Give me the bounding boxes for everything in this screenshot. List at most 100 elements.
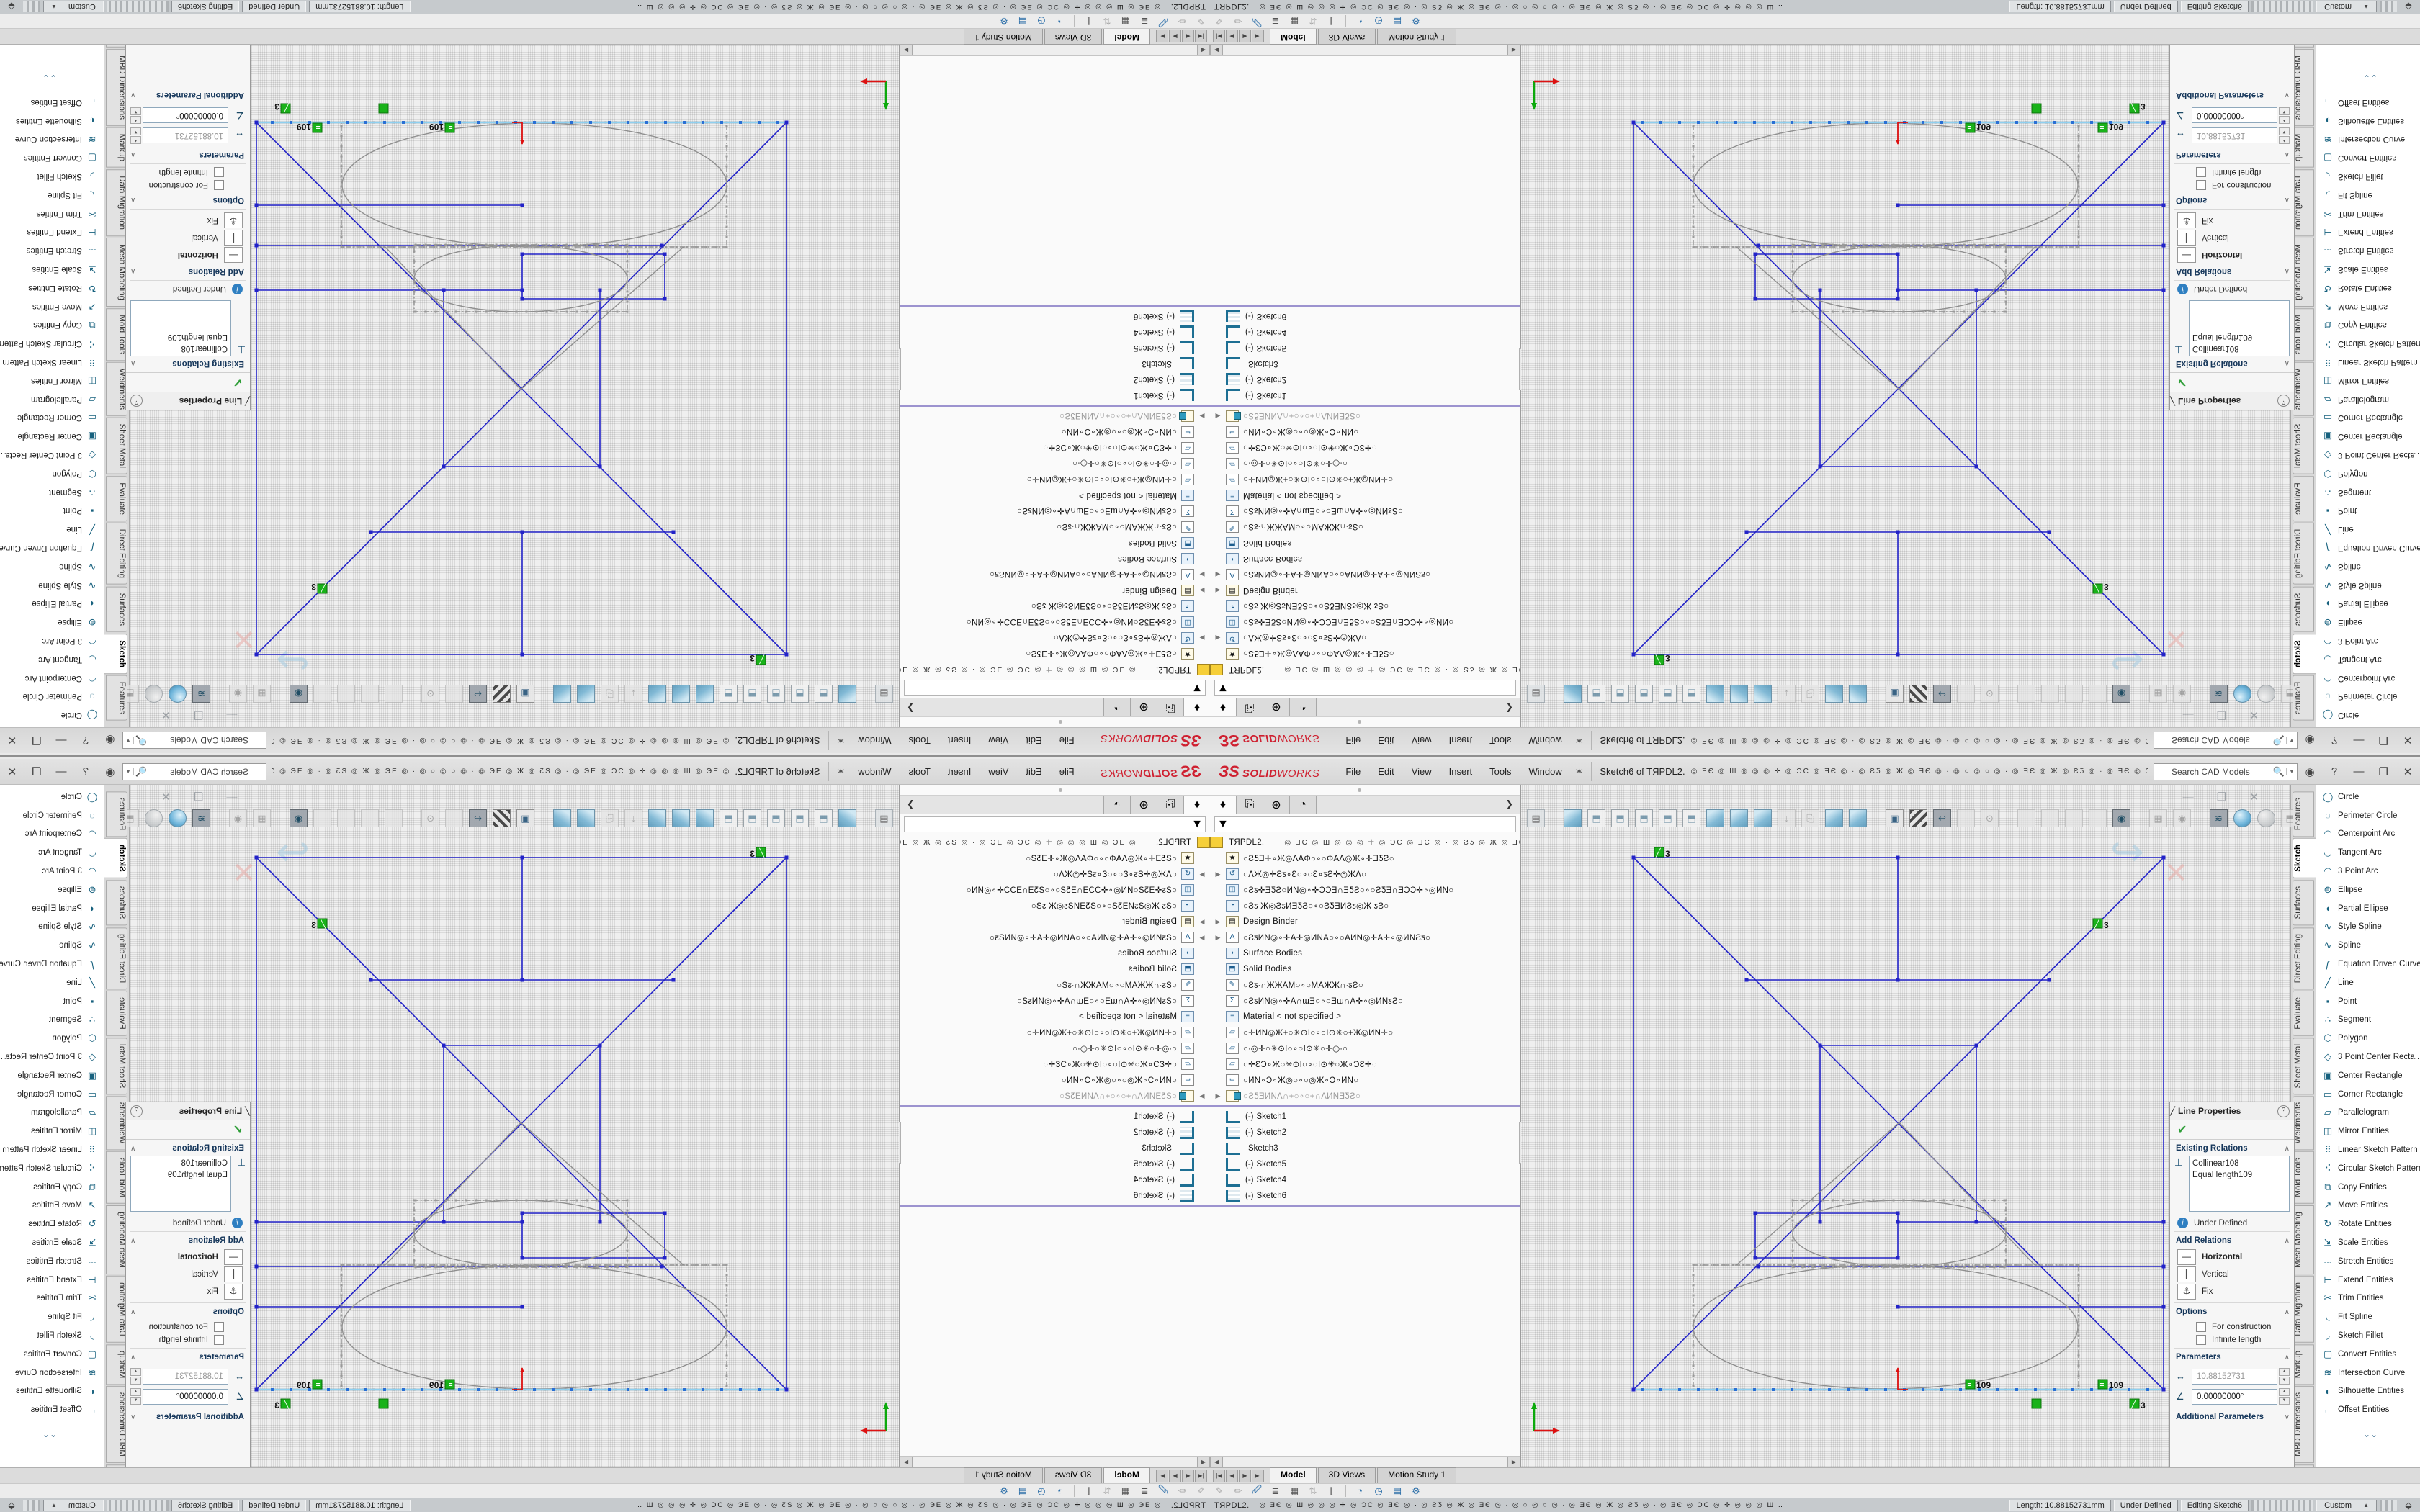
bottom-tool-icon[interactable]: ▤ [1018,1485,1028,1496]
tab-property-manager[interactable]: ⎘ [1237,698,1263,716]
ghost-tool-icon[interactable] [2041,809,2059,827]
relation-item[interactable]: Equal length109 [2192,1171,2253,1179]
tool-polygon[interactable]: ⬡Polygon [2321,1029,2420,1048]
spinner[interactable]: ▲▼ [130,127,141,144]
ghost-tool-icon[interactable]: ↓ [1778,685,1796,703]
ghost-tool-icon[interactable] [385,809,403,827]
ghost-tool-icon[interactable]: ▣ [516,809,534,827]
tree-horizontal-scrollbar[interactable]: ◀▶ [900,1456,1210,1468]
cm-tab-direct-editing[interactable]: Direct Editing [106,927,127,989]
search-dropdown-icon[interactable]: ▼ [123,768,134,775]
tool-segment[interactable]: ∴Segment [0,483,99,502]
tool-offset-entities[interactable]: ⌐Offset Entities [2321,93,2420,112]
ghost-tool-icon[interactable] [313,685,331,703]
tab-nav-icon[interactable]: |◀ [1195,30,1207,42]
user-account-icon[interactable]: ◉ [105,734,115,747]
menu-view[interactable]: View [988,735,1009,746]
menu-insert[interactable]: Insert [1448,735,1473,746]
relation-item[interactable]: Equal length109 [2192,333,2253,341]
tree-item-sketch[interactable]: Sketch3 [1210,1140,1520,1156]
add-relation-vertical[interactable]: │Vertical [126,230,243,246]
ghost-tool-icon[interactable]: ⬒ [720,685,738,703]
search-dropdown-icon[interactable]: ▼ [2286,737,2297,744]
tree-item[interactable]: ▶A○ƧƽИN◎∘✛A✛◎ИNA○∘○AИN◎✛A✛∘◎ИNƧƽ○ [900,930,1210,945]
add-relation-vertical[interactable]: │Vertical [2177,1266,2294,1282]
ghost-tool-icon[interactable] [493,809,511,827]
ghost-tool-icon[interactable] [145,809,163,827]
ghost-tool-icon[interactable] [337,809,355,827]
tree-item[interactable]: ◫○Ƨƽ✛ƎƼƧ○ИN◎∘✛ƆƆƎ∩ƎƼƧ○∘○ƧƼƎ∩ƎƆƆ✛∘◎ИN○ [1210,614,1520,630]
tool-spline[interactable]: ∿Spline [0,936,99,955]
tree-horizontal-scrollbar[interactable]: ◀▶ [1210,44,1520,56]
tool-circle[interactable]: ◯Circle [0,788,99,806]
parameter-value[interactable]: 10.88152731 [2192,1368,2277,1385]
bottom-tool-icon[interactable]: ▦ [1289,1485,1299,1496]
tree-item[interactable]: ★○ƧƼƎ✛∘Ж◎ΛАΦ○∘○ΦАΛ◎Ж∘✛ƎƼƧ○ [900,646,1210,662]
bottom-tool-icon[interactable]: ◷ [1374,1485,1383,1496]
cm-tab-markup[interactable]: Markup [106,1344,127,1385]
tab-nav-icon[interactable]: ▶| [1252,30,1264,42]
ghost-tool-icon[interactable] [2233,809,2251,827]
user-account-icon[interactable]: ◉ [2305,734,2315,747]
ghost-tool-icon[interactable]: ⬒ [1659,685,1677,703]
cm-tab-mbd-dimensions[interactable]: MBD Dimensions [106,48,127,126]
tree-item-sketch[interactable]: Sketch3 [900,356,1210,372]
tool-perimeter-circle[interactable]: ◌Perimeter Circle [0,687,99,706]
tool-linear-sketch-pattern[interactable]: ⠿Linear Sketch Pattern [2321,1140,2420,1159]
ghost-tool-icon[interactable]: ▤ [1527,809,1545,827]
ghost-tool-icon[interactable]: ≋ [192,685,210,703]
tool-3-point-center-recta-[interactable]: ◇3 Point Center Recta... [0,446,99,464]
bottom-tool-icon[interactable]: 🖉 [1252,1483,1262,1495]
tree-item[interactable]: ⌙○ИN∘Ɔ∘Ж◎○∘○◎Ж∘Ɔ∘ИN○ [1210,1072,1520,1088]
bottom-tool-icon[interactable]: ✏ [1234,16,1242,27]
close-button[interactable]: ✕ [2403,765,2413,778]
cm-tab-surfaces[interactable]: Surfaces [106,880,127,926]
tool-parallelogram[interactable]: ▱Parallelogram [0,390,99,409]
cm-tab-direct-editing[interactable]: Direct Editing [2293,523,2314,585]
doc-tab-3d-views[interactable]: 3D Views [1044,1467,1103,1483]
menu-file[interactable]: File [1059,735,1075,746]
spinner[interactable]: ▲▼ [2279,107,2290,124]
option-infinite-length[interactable]: Infinite length [2196,167,2294,177]
tree-item-sketch[interactable]: (-)Sketch5 [1210,340,1520,356]
rollback-splitter[interactable] [900,405,1210,407]
search-icon[interactable]: 🔍 [2272,765,2285,777]
tab-featuremanager-tree[interactable]: ♦ [1183,698,1210,716]
tool-copy-entities[interactable]: ⧉Copy Entities [2321,1178,2420,1197]
expand-arrow-icon[interactable]: ▶ [1199,587,1205,595]
checkbox[interactable] [214,167,224,177]
tool-trim-entities[interactable]: ✂Trim Entities [0,1290,99,1308]
add-relation-fix[interactable]: ⚓Fix [126,1284,243,1300]
tool-circle[interactable]: ◯Circle [0,706,99,724]
section-options[interactable]: Options∧ [126,193,250,209]
ghost-tool-icon[interactable] [2065,809,2083,827]
add-relation-horizontal[interactable]: —Horizontal [126,247,243,263]
tab-property-manager[interactable]: ⎘ [1237,796,1263,814]
cm-tab-mbd-dimensions[interactable]: MBD Dimensions [2293,1386,2314,1464]
expand-arrow-icon[interactable]: ▶ [1215,413,1221,420]
cm-tab-evaluate[interactable]: Evaluate [2293,990,2314,1036]
search-cad-models[interactable]: Search CAD Models🔍▼ [122,762,266,780]
tool-offset-entities[interactable]: ⌐Offset Entities [0,1400,99,1419]
ghost-tool-icon[interactable]: ⊙ [421,685,439,703]
tree-item[interactable]: ▶▤Design Binder [1210,582,1520,598]
ghost-tool-icon[interactable]: ↩ [1933,685,1951,703]
tree-item[interactable]: ▶○ƧƼƎИNΛ∩+○∘○+∩ΛИNƎƼƧ○ [1210,1088,1520,1104]
restore-button[interactable]: ❐ [2378,734,2388,747]
tree-root-item[interactable]: TЯPDL2.◎ ƎЄ ◎ Ш ◎ ◎ ◎ ✛ ◎ ƆC ◎ ƎЄ ◎ ∙ ◎ … [1210,834,1520,850]
ghost-tool-icon[interactable] [696,809,714,827]
expand-arrow-icon[interactable]: ▶ [1215,1092,1221,1099]
pin-menu-icon[interactable]: ✶ [836,735,846,747]
tree-item-sketch[interactable]: (-)Sketch1 [900,1109,1210,1125]
bottom-tool-icon[interactable]: ✎ [1196,16,1205,27]
expand-arrow-icon[interactable]: ▶ [1199,933,1205,941]
tree-item[interactable]: ▱○∙◎✛○✳⊙І○∘○І⊙✳○✛◎∙○ [900,1040,1210,1056]
spin-up-icon[interactable]: ▲ [130,1368,141,1376]
section-additional-parameters[interactable]: Additional Parameters∨ [2170,1408,2294,1424]
tree-horizontal-scrollbar[interactable]: ◀▶ [900,44,1210,56]
tool-tangent-arc[interactable]: ◡Tangent Arc [2321,650,2420,669]
tool-partial-ellipse[interactable]: ◖Partial Ellipse [0,594,99,613]
expand-panel-icon[interactable]: ❯ [1505,703,1513,714]
tool-circle[interactable]: ◯Circle [2321,706,2420,724]
